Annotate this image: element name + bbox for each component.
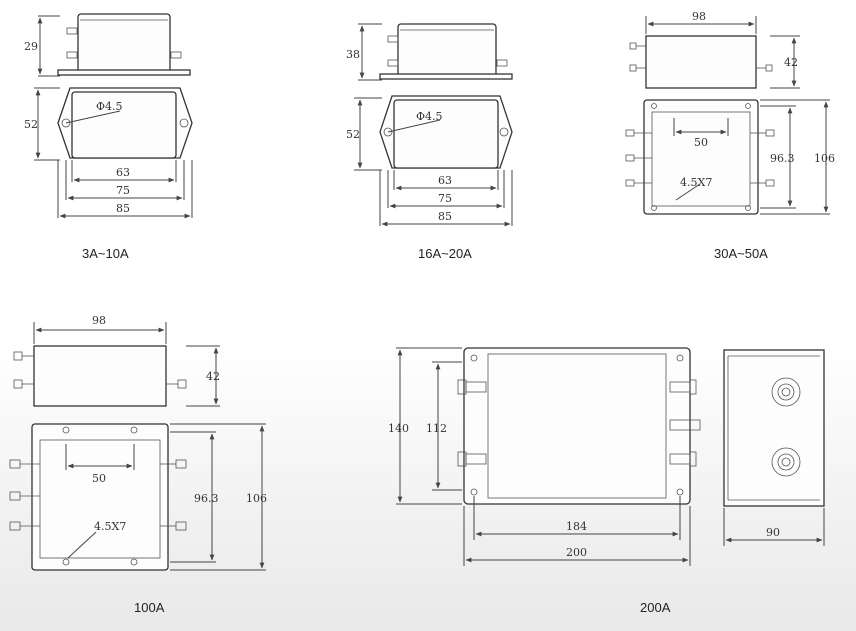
terminal (9, 459, 187, 531)
height-38-label: 38 (346, 48, 360, 61)
drawing-3a-10a: 29 Φ4.5 52 63 75 85 3A~10A (24, 13, 193, 261)
width-85-label: 85 (438, 210, 452, 223)
width-75-label: 75 (438, 192, 452, 205)
width-50-label: 50 (694, 136, 708, 149)
height-29-label: 29 (24, 40, 38, 53)
drawing-16a-20a: 38 Φ4.5 52 63 75 85 16A~20A (346, 23, 513, 261)
width-98-label: 98 (92, 314, 106, 327)
caption-100a: 100A (134, 600, 165, 615)
slot-size-label: 4.5X7 (94, 520, 126, 533)
terminal-stud-icon (771, 447, 801, 477)
side-view: 29 (24, 13, 191, 77)
width-184-label: 184 (566, 520, 587, 533)
side-view: 98 42 (13, 314, 220, 407)
height-52-label: 52 (24, 118, 38, 131)
width-200-label: 200 (566, 546, 587, 559)
terminal-stud-icon (771, 377, 801, 407)
width-90-label: 90 (766, 526, 780, 539)
top-view: 50 4.5X7 96.3 106 (625, 99, 835, 215)
drawing-30a-50a: 98 42 (625, 10, 835, 261)
top-view: Φ4.5 52 63 75 85 (346, 95, 513, 227)
caption-3a-10a: 3A~10A (82, 246, 129, 261)
top-view: 50 4.5X7 96.3 106 (9, 423, 267, 571)
height-42-label: 42 (206, 370, 220, 383)
drawing-100a: 98 42 (9, 314, 267, 615)
height-96-3-label: 96.3 (770, 152, 795, 165)
width-75-label: 75 (116, 184, 130, 197)
height-106-label: 106 (814, 152, 835, 165)
terminal (625, 129, 775, 187)
side-view: 98 42 (629, 10, 800, 89)
caption-16a-20a: 16A~20A (418, 246, 472, 261)
width-98-label: 98 (692, 10, 706, 23)
caption-200a: 200A (640, 600, 671, 615)
height-42-label: 42 (784, 56, 798, 69)
width-85-label: 85 (116, 202, 130, 215)
height-96-3-label: 96.3 (194, 492, 219, 505)
height-140-label: 140 (388, 422, 409, 435)
height-52-label: 52 (346, 128, 360, 141)
side-view: 38 (346, 23, 513, 81)
height-106-label: 106 (246, 492, 267, 505)
width-50-label: 50 (92, 472, 106, 485)
drawing-200a: 140 112 184 200 (388, 347, 825, 615)
height-112-label: 112 (426, 422, 447, 435)
width-63-label: 63 (116, 166, 130, 179)
terminal (457, 379, 701, 467)
caption-30a-50a: 30A~50A (714, 246, 768, 261)
end-view: 90 (723, 349, 825, 546)
top-view: Φ4.5 52 63 75 85 (24, 87, 193, 219)
width-63-label: 63 (438, 174, 452, 187)
hole-diameter-label: Φ4.5 (96, 100, 123, 113)
slot-size-label: 4.5X7 (680, 176, 712, 189)
hole-diameter-label: Φ4.5 (416, 110, 443, 123)
top-view: 140 112 184 200 (388, 347, 701, 566)
